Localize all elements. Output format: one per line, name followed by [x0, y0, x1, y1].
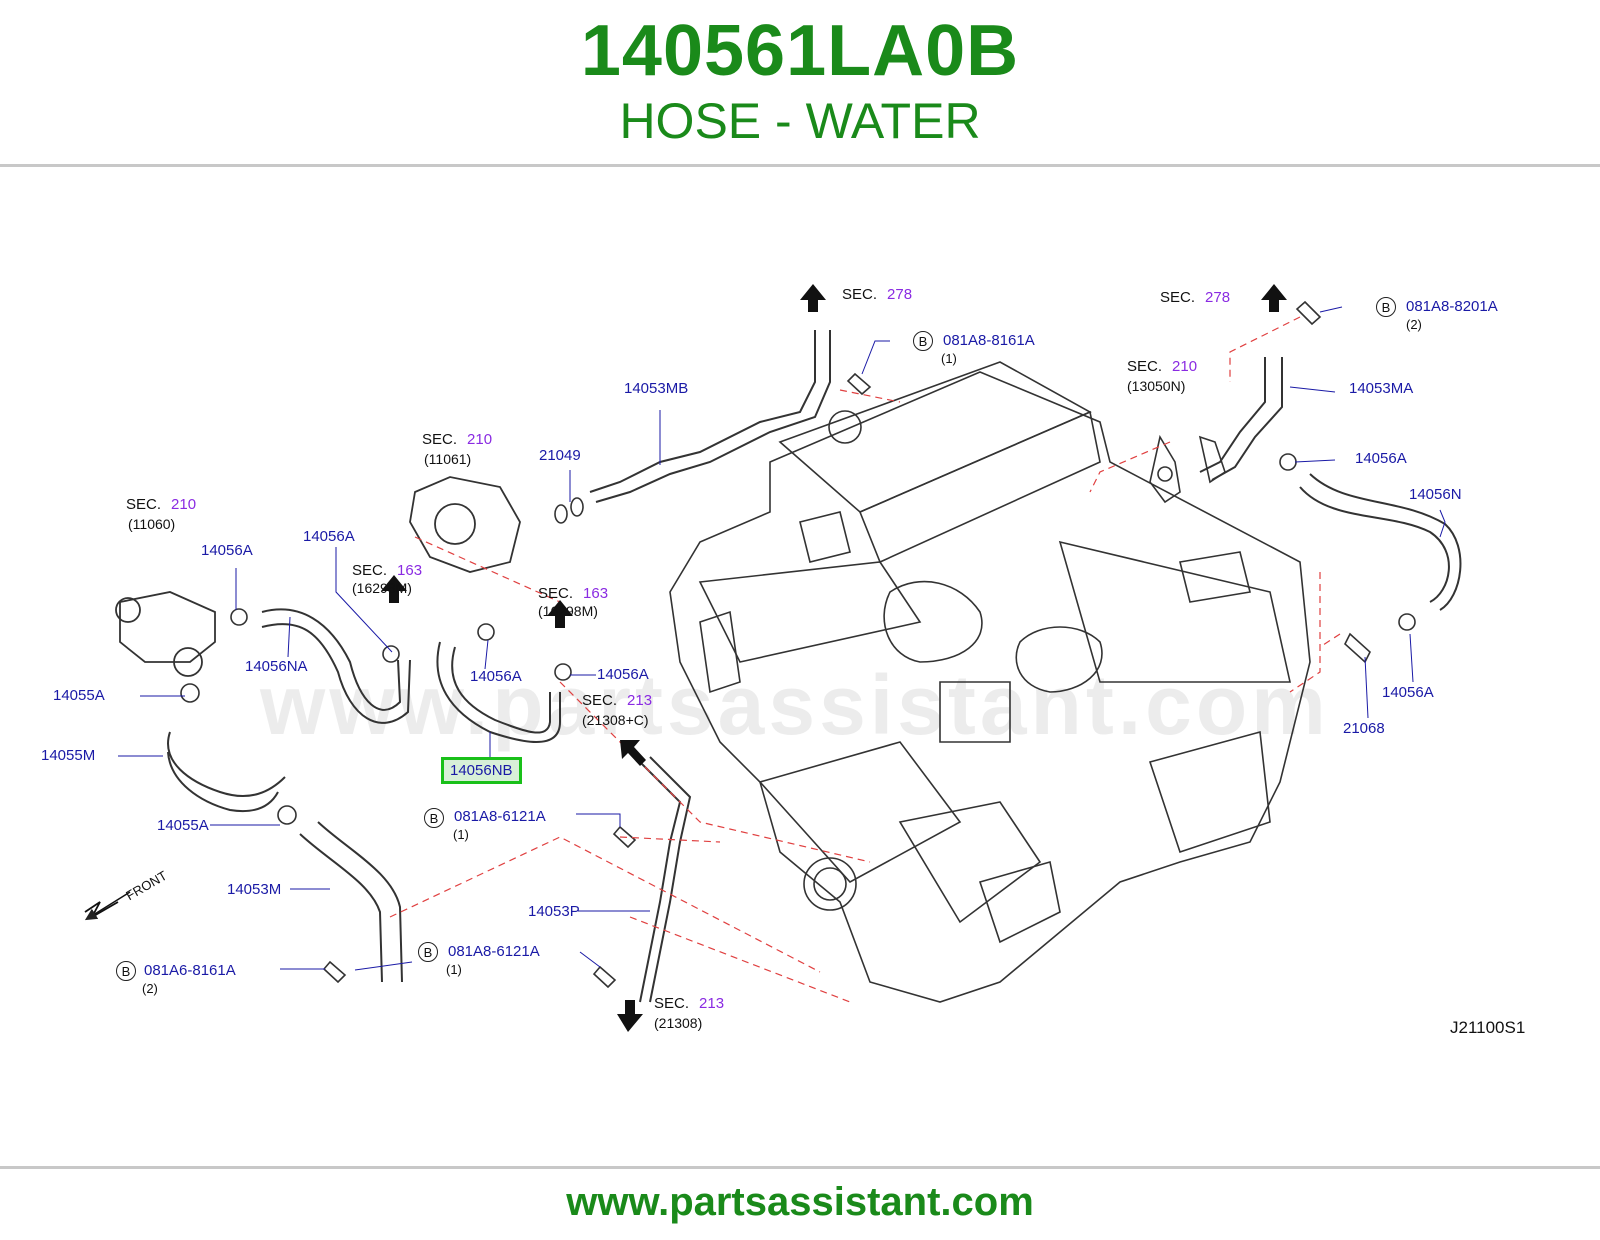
- section-sub-21308C: (21308+C): [582, 712, 649, 728]
- part-label-14055A-top[interactable]: 14055A: [53, 687, 105, 704]
- fittings: [180, 300, 1416, 989]
- section-prefix: SEC.: [582, 692, 618, 709]
- section-prefix: SEC.: [654, 995, 690, 1012]
- section-number: 210: [1172, 358, 1198, 375]
- section-sub-16298M-right: (16298M): [538, 603, 598, 619]
- section-label-163-left: SEC. 163: [352, 562, 422, 579]
- bolt-qty: (2): [142, 981, 158, 996]
- bolt-qty: (1): [453, 827, 469, 842]
- bolt-qty: (2): [1406, 317, 1422, 332]
- bolt-b-marker: B: [913, 331, 933, 351]
- footer-divider: [0, 1166, 1600, 1169]
- part-label-14056NA[interactable]: 14056NA: [245, 658, 308, 675]
- header-divider: [0, 164, 1600, 167]
- section-number: 278: [887, 286, 913, 303]
- section-number: 163: [583, 585, 609, 602]
- section-sub-16298M-left: (16298M): [352, 580, 412, 596]
- section-label-213-top: SEC. 213: [582, 692, 652, 709]
- part-label-14056N[interactable]: 14056N: [1409, 486, 1462, 503]
- footer-url[interactable]: www.partsassistant.com: [566, 1180, 1034, 1224]
- bolt-b-marker: B: [424, 808, 444, 828]
- section-prefix: SEC.: [352, 562, 388, 579]
- part-label-21049[interactable]: 21049: [539, 447, 581, 464]
- section-number: 213: [627, 692, 653, 709]
- section-sub-21308: (21308): [654, 1015, 703, 1031]
- bolt-part-081A8-8161A[interactable]: 081A8-8161A: [943, 332, 1035, 349]
- parts-diagram: www.partsassistant.com: [0, 262, 1600, 1082]
- section-label-210-right: SEC. 210: [1127, 358, 1197, 375]
- bolt-b-marker: B: [1376, 297, 1396, 317]
- section-number: 210: [467, 431, 493, 448]
- diagram-drawing: [84, 284, 1462, 1032]
- part-label-21068[interactable]: 21068: [1343, 720, 1385, 737]
- engine-block: [669, 361, 1311, 1003]
- bolt-part-081A6-8161A[interactable]: 081A6-8161A: [144, 962, 236, 979]
- section-label-213-bottom: SEC. 213: [654, 995, 724, 1012]
- front-arrow-line: [84, 891, 131, 921]
- section-prefix: SEC.: [126, 496, 162, 513]
- section-arrows: [381, 284, 1287, 1032]
- leader-lines: [118, 306, 1446, 971]
- section-label-210-left: SEC. 210: [126, 496, 196, 513]
- section-sub-11061: (11061): [424, 451, 472, 467]
- part-name: HOSE - WATER: [619, 93, 981, 149]
- reference-lines: [389, 316, 1341, 1003]
- section-prefix: SEC.: [1160, 289, 1196, 306]
- section-prefix: SEC.: [422, 431, 458, 448]
- part-label-14056A-b[interactable]: 14056A: [303, 528, 355, 545]
- part-label-14056A-a[interactable]: 14056A: [201, 542, 253, 559]
- section-label-210-mid: SEC. 210: [422, 431, 492, 448]
- part-label-14055M[interactable]: 14055M: [41, 747, 96, 764]
- bolt-qty: (1): [941, 351, 957, 366]
- section-sub-11060: (11060): [128, 516, 176, 532]
- part-label-14053MB[interactable]: 14053MB: [624, 380, 689, 397]
- bolt-b-marker: B: [116, 961, 136, 981]
- section-prefix: SEC.: [1127, 358, 1163, 375]
- bolt-part-081A8-6121A-lower[interactable]: 081A8-6121A: [448, 943, 540, 960]
- hoses: [167, 330, 1462, 1003]
- section-sub-13050N: (13050N): [1127, 378, 1186, 394]
- part-number: 140561LA0B: [580, 11, 1020, 91]
- part-label-14055A-bottom[interactable]: 14055A: [157, 817, 209, 834]
- section-number: 210: [171, 496, 197, 513]
- part-label-14053P[interactable]: 14053P: [528, 903, 580, 920]
- page-header: 140561LA0B HOSE - WATER: [0, 0, 1600, 168]
- section-label-278-right: SEC. 278: [1160, 289, 1230, 306]
- section-number: 163: [397, 562, 423, 579]
- part-label-14056NB-highlighted[interactable]: 14056NB: [441, 757, 522, 784]
- section-label-163-right: SEC. 163: [538, 585, 608, 602]
- part-label-14056A-d[interactable]: 14056A: [597, 666, 649, 683]
- bolt-part-081A8-6121A-upper[interactable]: 081A8-6121A: [454, 808, 546, 825]
- part-label-14056A-top-right[interactable]: 14056A: [1355, 450, 1407, 467]
- diagram-code: J21100S1: [1450, 1018, 1526, 1037]
- part-label-14053MA[interactable]: 14053MA: [1349, 380, 1414, 397]
- part-label-14053M[interactable]: 14053M: [227, 881, 282, 898]
- thermostat-housing: [115, 476, 521, 677]
- part-label-14056A-right[interactable]: 14056A: [1382, 684, 1434, 701]
- section-prefix: SEC.: [842, 286, 878, 303]
- part-label-14056A-c[interactable]: 14056A: [470, 668, 522, 685]
- bolt-part-081A8-8201A[interactable]: 081A8-8201A: [1406, 298, 1498, 315]
- section-prefix: SEC.: [538, 585, 574, 602]
- section-number: 213: [699, 995, 725, 1012]
- section-label-278-top: SEC. 278: [842, 286, 912, 303]
- bolt-qty: (1): [446, 962, 462, 977]
- bolt-b-marker: B: [418, 942, 438, 962]
- section-number: 278: [1205, 289, 1231, 306]
